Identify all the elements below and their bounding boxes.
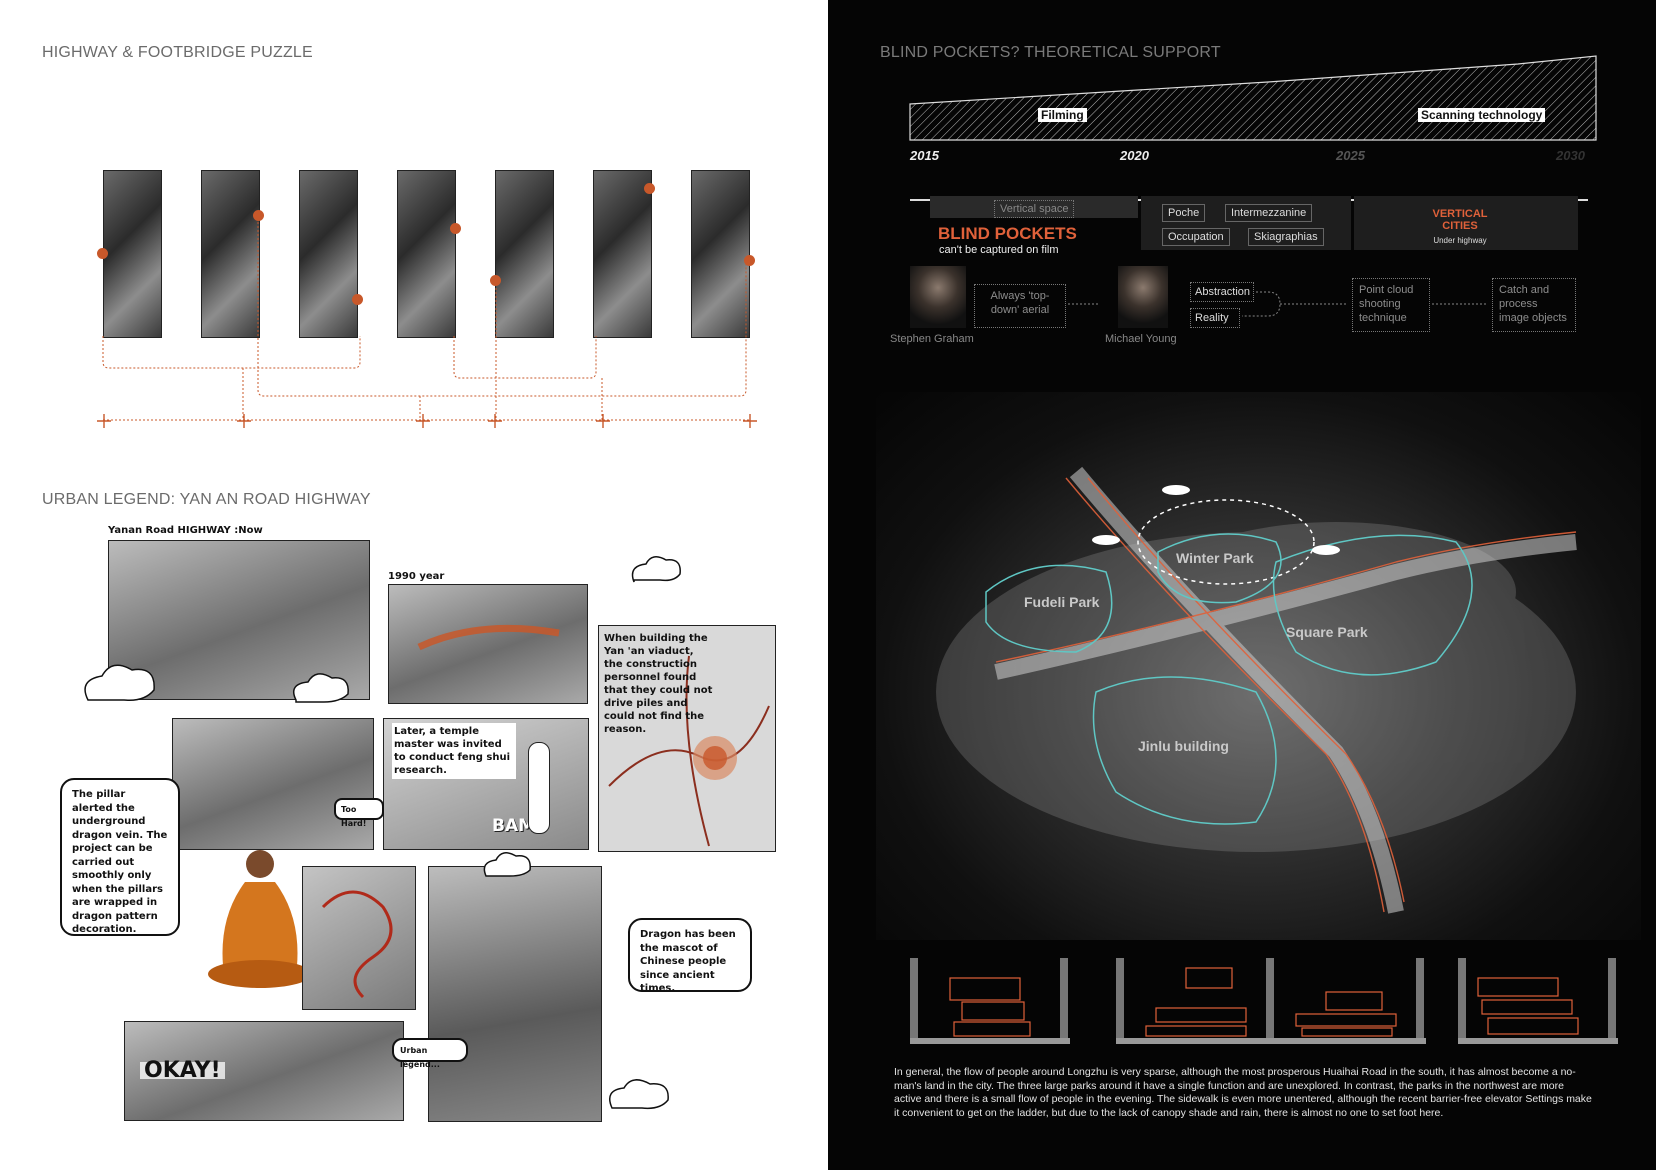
reality-box: Reality	[1190, 308, 1240, 328]
period-bar-1	[930, 196, 1138, 218]
caption-building: When building the Yan 'an viaduct, the c…	[604, 633, 713, 735]
year-2030: 2030	[1556, 148, 1585, 163]
comic-heading: Yanan Road HIGHWAY :Now	[108, 525, 263, 536]
term-intermezzanine: Intermezzanine	[1225, 204, 1313, 222]
comic-panel-workers	[172, 718, 374, 850]
year-2020: 2020	[1120, 148, 1149, 163]
comic-panel-map	[598, 625, 776, 852]
marker-dot	[97, 248, 108, 259]
marker-dot	[744, 255, 755, 266]
speech-too-hard: Too Hard!	[334, 798, 384, 828]
map-sketch	[608, 655, 770, 847]
marker-dot	[644, 183, 655, 194]
cloud-ornaments	[84, 556, 681, 1110]
band-label-filming: Filming	[1038, 108, 1087, 122]
section-drawing-1	[910, 938, 1070, 1048]
monk-figure	[205, 842, 312, 990]
comic-panel-viaduct	[428, 866, 602, 1122]
section-drawing-4	[1458, 938, 1618, 1048]
theory-title: BLIND POCKETS? THEORETICAL SUPPORT	[880, 44, 1221, 61]
blind-pockets-sub: can't be captured on film	[939, 244, 1059, 256]
period-bar-3	[1354, 196, 1578, 250]
section-drawing-3	[1266, 938, 1426, 1048]
speech-pillar: The pillar alerted the underground drago…	[60, 778, 180, 936]
dragon-sketch	[321, 890, 393, 999]
aerial-photo-3	[299, 170, 358, 338]
park-label-square: Square Park	[1286, 624, 1368, 640]
vertical-space-label: Vertical space	[994, 200, 1075, 218]
caption-temple: Later, a temple master was invited to co…	[392, 723, 516, 779]
comic-panel-1990	[388, 584, 588, 704]
year-2015: 2015	[910, 148, 939, 163]
comic-panel-highway-now	[108, 540, 370, 700]
connector-lines	[97, 214, 757, 428]
speech-urban-legend: Urban legend...	[392, 1038, 468, 1069]
section-drawing-2	[1116, 938, 1276, 1048]
always-aerial-box: Always 'top-down' aerial	[974, 284, 1066, 328]
term-occupation: Occupation	[1162, 228, 1230, 246]
term-poche: Poche	[1162, 204, 1206, 222]
person-name-1: Stephen Graham	[890, 333, 974, 345]
period-bar-2	[1141, 196, 1351, 250]
comic-panel-dragon	[302, 866, 416, 1010]
section-sketch-1	[910, 958, 1070, 1044]
marker-dot	[352, 294, 363, 305]
marker-dot	[450, 223, 461, 234]
aerial-photo-6	[593, 170, 652, 338]
park-label-winter: Winter Park	[1176, 550, 1254, 566]
section-sketch-3	[1266, 958, 1426, 1044]
aerial-photo-1	[103, 170, 162, 338]
aerial-photo-2	[201, 170, 260, 338]
map-overlay	[936, 466, 1577, 914]
year-2025: 2025	[1336, 148, 1365, 163]
speech-dragon: Dragon has been the mascot of Chinese pe…	[628, 918, 752, 994]
band-label-scanning: Scanning technology	[1418, 108, 1546, 122]
aerial-photo-5	[495, 170, 554, 338]
theory-connectors	[1068, 291, 1486, 317]
park-label-fudeli: Fudeli Park	[1024, 594, 1100, 610]
park-label-jinlu: Jinlu building	[1138, 738, 1229, 754]
blind-pockets-label: BLIND POCKETS	[938, 224, 1077, 243]
point-cloud-box: Point cloud shooting technique	[1352, 278, 1430, 332]
section-sketch-2	[1116, 958, 1276, 1044]
description-paragraph: In general, the flow of people around Lo…	[894, 1066, 1592, 1119]
legend-title: URBAN LEGEND: YAN AN ROAD HIGHWAY	[42, 491, 371, 508]
year-label: 1990 year	[388, 571, 445, 582]
sfx-bam: BAM	[492, 816, 536, 836]
person-name-2: Michael Young	[1105, 333, 1177, 345]
pile-pillar	[528, 742, 550, 834]
bridge-sketch	[417, 624, 560, 651]
left-board: HIGHWAY & FOOTBRIDGE PUZZLE	[42, 44, 776, 1122]
catch-process-box: Catch and process image objects	[1492, 278, 1576, 332]
portrait-stephen-graham	[910, 266, 966, 328]
point-cloud-map: Winter Park Fudeli Park Square Park Jinl…	[876, 392, 1641, 940]
right-board: BLIND POCKETS? THEORETICAL SUPPORT Filmi…	[828, 0, 1656, 1170]
abstraction-box: Abstraction	[1190, 282, 1254, 302]
puzzle-title: HIGHWAY & FOOTBRIDGE PUZZLE	[42, 44, 313, 61]
vertical-cities-label: VERTICAL CITIES	[1432, 208, 1488, 232]
aerial-photo-7	[691, 170, 750, 338]
aerial-photo-4	[397, 170, 456, 338]
section-sketch-4	[1458, 958, 1618, 1044]
portrait-michael-young	[1118, 266, 1168, 328]
under-highway-label: Under highway	[1433, 236, 1487, 245]
monk-illustration	[208, 850, 312, 988]
term-skiagraphias: Skiagraphias	[1248, 228, 1324, 246]
sfx-okay: OKAY!	[140, 1060, 225, 1082]
